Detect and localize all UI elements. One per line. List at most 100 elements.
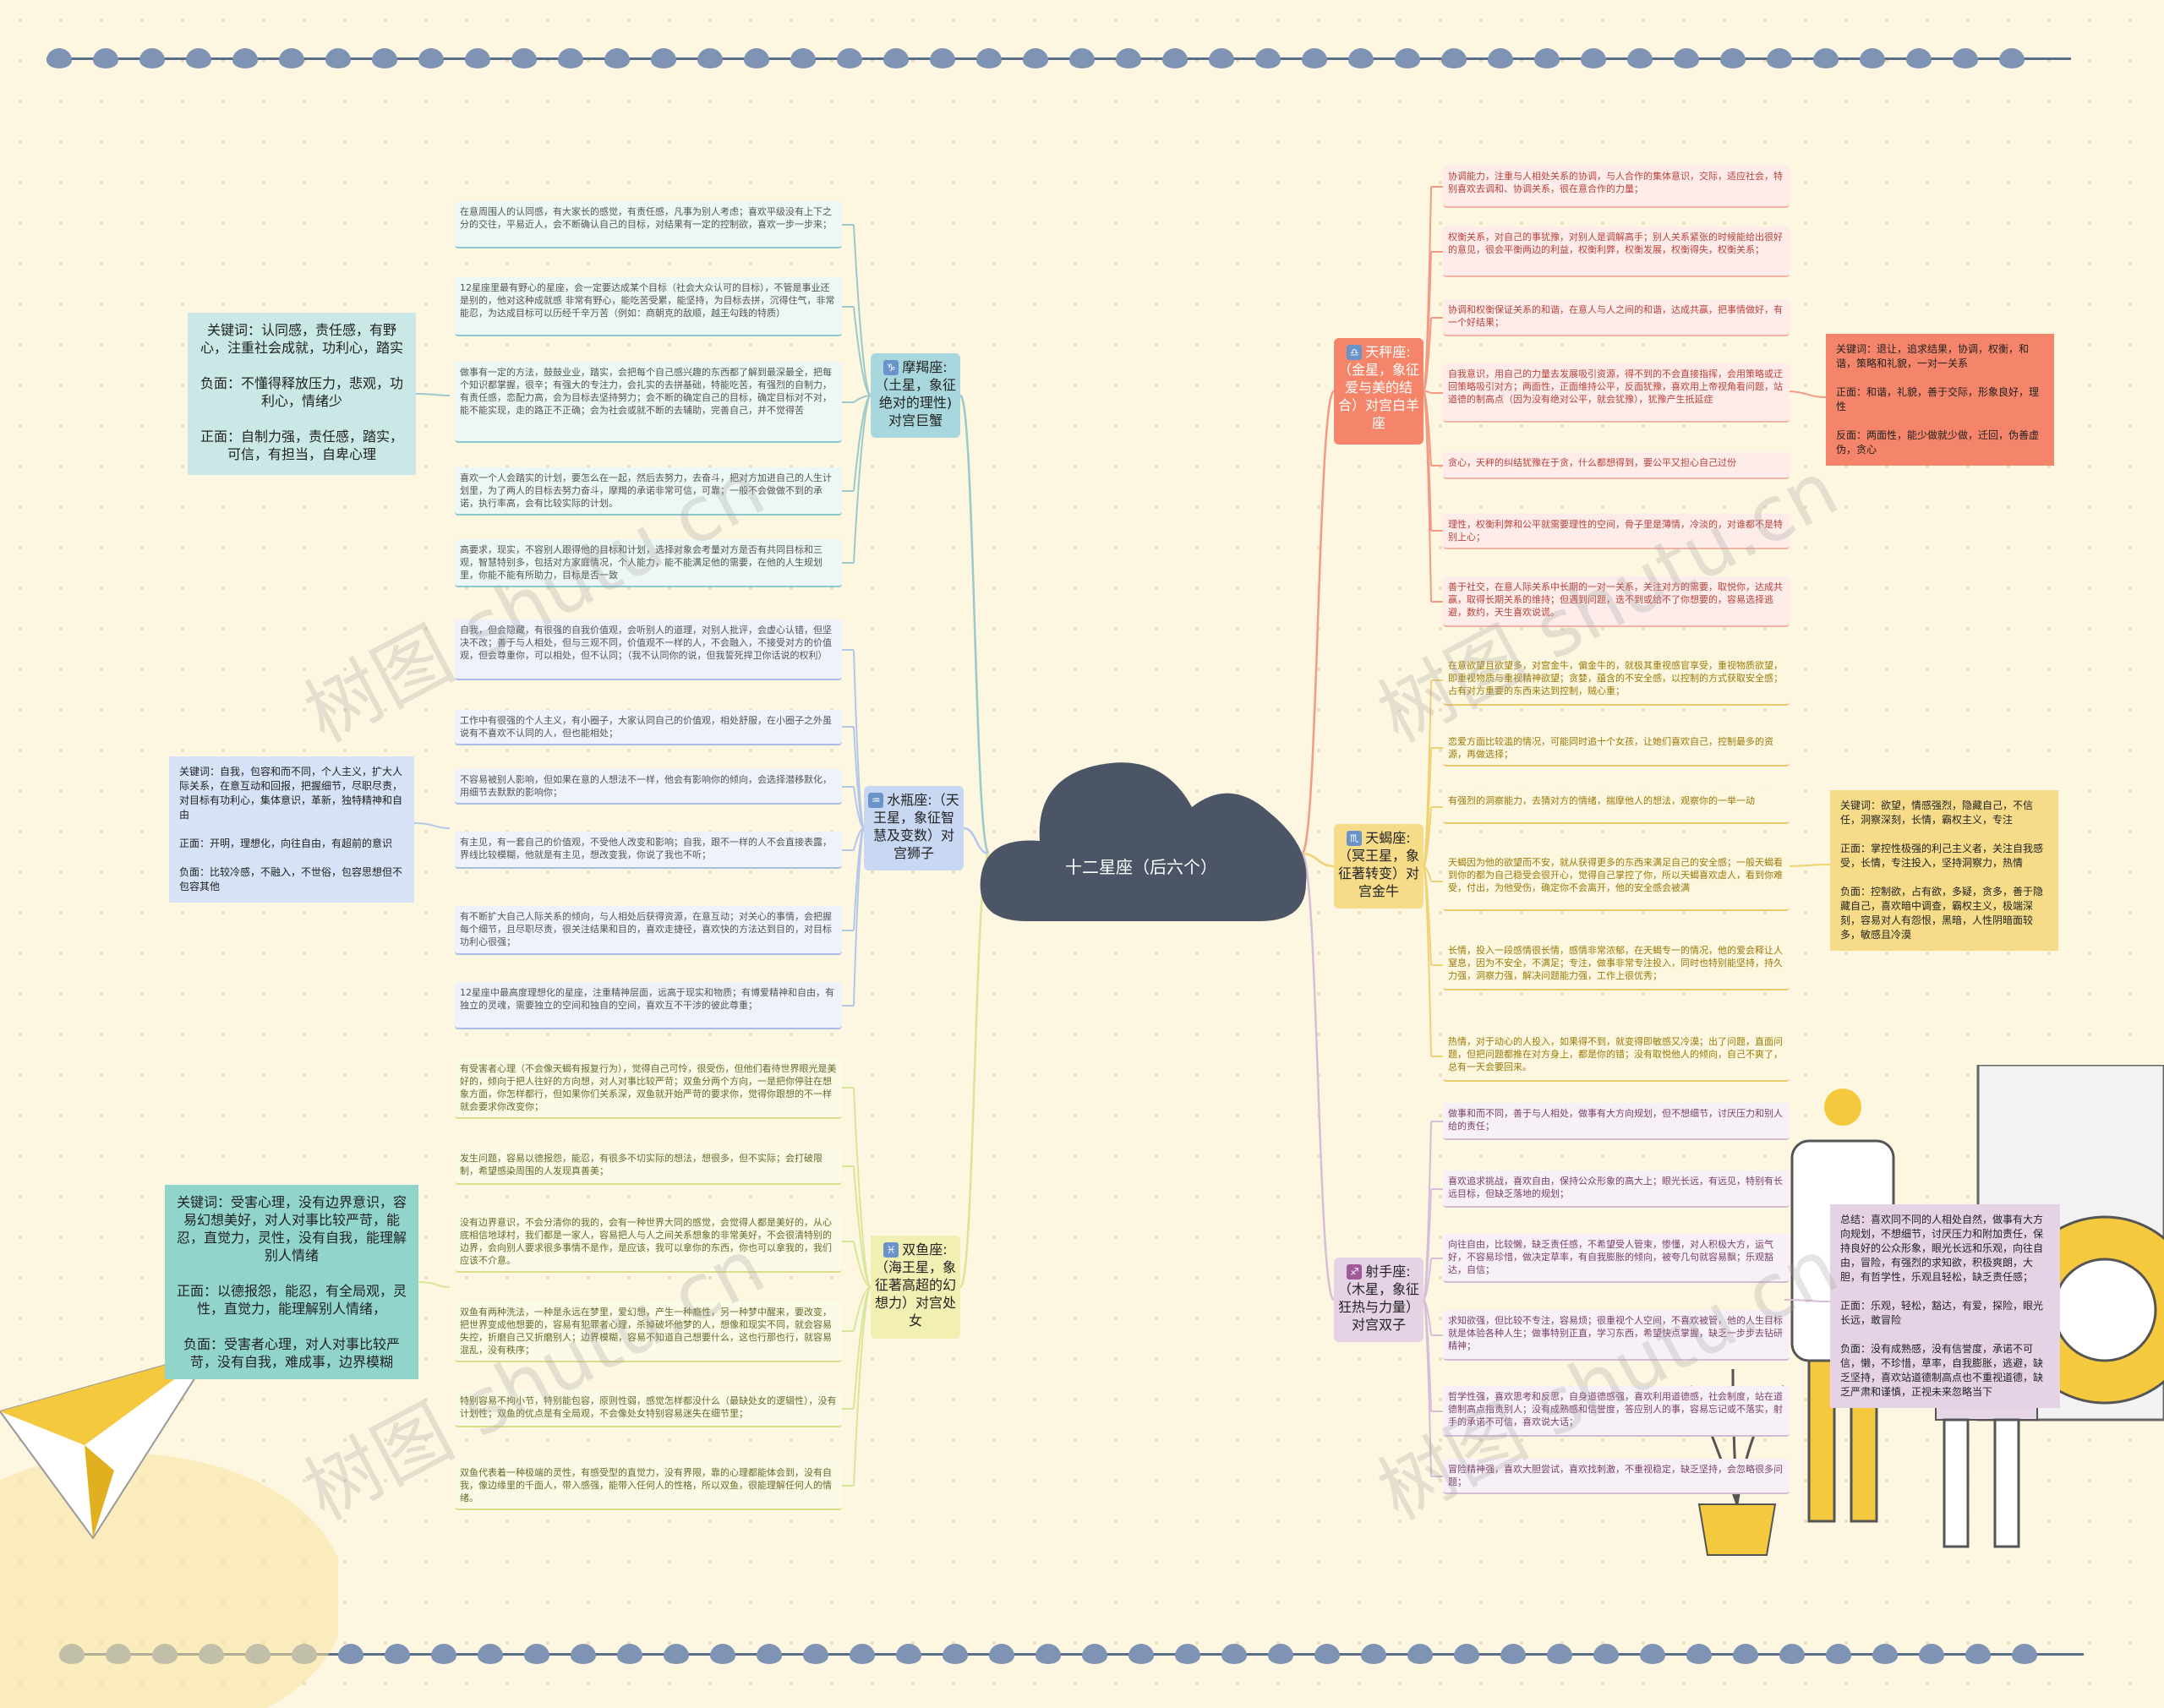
border-leaf	[571, 1644, 596, 1664]
border-leaf	[883, 48, 909, 68]
border-leaf	[1534, 48, 1560, 68]
border-leaf	[511, 48, 537, 68]
border-leaf	[1767, 48, 1792, 68]
zodiac-symbol-icon: ♑	[883, 360, 899, 375]
border-leaf	[697, 48, 723, 68]
border-leaf	[418, 48, 444, 68]
detail-item: 理性，权衡利弊和公平就需要理性的空间，骨子里是薄情，冷淡的，对谁都不是特别上心；	[1443, 514, 1790, 549]
topic-label: 天蝎座:（冥王星，象征著转变）对宫金牛	[1337, 830, 1419, 899]
border-leaf	[1036, 1644, 1061, 1664]
detail-item: 自我，但会隐藏，有很强的自我价值观，会听别人的道理，对别人批评，会虚心认错，但坚…	[455, 619, 842, 680]
border-leaf	[1395, 48, 1420, 68]
topic-right-1[interactable]: ♏天蝎座:（冥王星，象征著转变）对宫金牛	[1334, 824, 1424, 909]
topic-label: 天秤座:（金星，象征爱与美的结合）对宫白羊座	[1337, 344, 1419, 431]
border-leaf	[1407, 1644, 1433, 1664]
link-curve	[418, 1281, 451, 1288]
topic-right-0[interactable]: ♎天秤座:（金星，象征爱与美的结合）对宫白羊座	[1334, 338, 1424, 445]
border-leaf	[976, 48, 1002, 68]
root-cloud[interactable]	[976, 744, 1314, 947]
detail-item: 有主见，有一套自己的价值观，不受他人改变和影响；自我，跟不一样的人不会直接表露，…	[455, 832, 842, 869]
detail-item: 双鱼有两种洗法，一种是永远在梦里，爱幻想，产生一种瘾性，另一种梦中醒来，要改变，…	[455, 1301, 842, 1362]
border-leaf	[1082, 1644, 1107, 1664]
topic-left-2[interactable]: ♓双鱼座:（海王星，象征著高超的幻想力）对宫处女	[871, 1236, 960, 1339]
border-leaf	[1906, 48, 1932, 68]
border-leaf	[604, 48, 630, 68]
border-leaf	[1023, 48, 1048, 68]
border-leaf	[1454, 1644, 1479, 1664]
detail-item: 协调和权衡保证关系的和谐，在意人与人之间的和谐，达成共赢，把事情做好，有一个好结…	[1443, 299, 1790, 336]
link-curve	[1784, 1299, 1831, 1302]
link-curve	[853, 306, 872, 396]
border-leaf	[385, 1644, 410, 1664]
border-leaf	[896, 1644, 921, 1664]
detail-item: 有强烈的洞察能力，去猜对方的情绪，揣摩他人的想法，观察你的一举一动	[1443, 790, 1790, 824]
border-leaf	[1069, 48, 1095, 68]
detail-item: 做事有一定的方法，鼓鼓业业，踏实，会把每个自己感兴趣的东西都了解到最深最全，把每…	[455, 362, 842, 443]
paper-plane-illustration	[0, 1351, 338, 1708]
border-leaf	[790, 48, 816, 68]
detail-item: 做事和而不同，善于与人相处，做事有大方向规划，但不想细节，讨厌压力和别人给的责任…	[1443, 1103, 1790, 1140]
zodiac-symbol-icon: ♒	[868, 793, 884, 808]
detail-item: 喜欢一个人会踏实的计划，要怎么在一起，然后去努力，去奋斗，把对方加进自己的人生计…	[455, 467, 842, 516]
border-leaf	[1116, 48, 1141, 68]
border-leaf	[1268, 1644, 1293, 1664]
link-curve	[853, 395, 872, 403]
link-curve	[415, 393, 451, 396]
border-leaf	[1209, 48, 1234, 68]
zodiac-symbol-icon: ♏	[1347, 831, 1363, 846]
link-curve	[1423, 1299, 1432, 1477]
border-leaf	[558, 48, 583, 68]
border-leaf	[1872, 1644, 1898, 1664]
detail-item: 协调能力，注重与人相处关系的协调，与人合作的集体意识，交际，适应社会，特别喜欢去…	[1443, 166, 1790, 208]
zodiac-symbol-icon: ♎	[1347, 345, 1363, 360]
topic-right-2[interactable]: ♐射手座:（木星，象征狂热与力量）对宫双子	[1334, 1258, 1424, 1342]
link-curve	[959, 394, 991, 855]
detail-item: 有受害者心理（不会像天蝎有报复行为），觉得自己可怜，很受伤，但他们看待世界眼光是…	[455, 1058, 842, 1119]
detail-item: 没有边界意识，不会分清你的我的，会有一种世界大同的感觉，会觉得人都是美好的，从心…	[455, 1212, 842, 1273]
link-curve	[853, 1087, 872, 1288]
border-leaf	[46, 48, 72, 68]
link-curve	[1301, 852, 1335, 868]
link-curve	[963, 827, 990, 855]
link-curve	[853, 1241, 872, 1288]
detail-item: 12星座中最高度理想化的星座，注重精神层面，远高于现实和物质；有博爱精神和自由，…	[455, 982, 842, 1029]
link-curve	[853, 726, 865, 829]
border-leaf	[1860, 48, 1885, 68]
link-curve	[1784, 864, 1831, 867]
detail-item: 高要求，现实，不容别人跟得他的目标和计划，选择对象会考量对方是否有共同目标和三观…	[455, 539, 842, 587]
border-leaf	[617, 1644, 642, 1664]
border-leaf	[664, 1644, 689, 1664]
link-curve	[853, 224, 872, 396]
link-curve	[1423, 317, 1432, 392]
keywords-box: 关键词：认同感，责任感，有野心，注重社会成就，功利心，踏实 负面：不懂得释放压力…	[188, 313, 416, 475]
link-curve	[853, 786, 865, 829]
topic-label: 双鱼座:（海王星，象征著高超的幻想力）对宫处女	[874, 1241, 956, 1329]
border-leaf	[930, 48, 955, 68]
topic-left-0[interactable]: ♑摩羯座:（土星，象征绝对的理性)对宫巨蟹	[871, 353, 960, 438]
detail-item: 双鱼代表着一种极端的灵性，有感受型的直觉力，没有界限，靠的心理都能体会到，没有自…	[455, 1462, 842, 1510]
border-leaf	[943, 1644, 968, 1664]
border-leaf	[757, 1644, 782, 1664]
border-leaf	[1720, 48, 1746, 68]
border-leaf	[372, 48, 397, 68]
detail-item: 特别容易不拘小节，特别能包容，原则性弱，感觉怎样都没什么（最缺处女的逻辑性），没…	[455, 1390, 842, 1427]
detail-item: 哲学性强，喜欢思考和反思，自身道德感强，喜欢利用道德感，社会制度，站在道德制高点…	[1443, 1386, 1790, 1437]
link-curve	[1423, 747, 1432, 867]
border-leaf	[1953, 48, 1978, 68]
border-leaf	[1547, 1644, 1572, 1664]
border-leaf	[850, 1644, 875, 1664]
zodiac-symbol-icon: ♐	[1347, 1264, 1363, 1280]
border-leaf	[431, 1644, 456, 1664]
border-leaf	[1255, 48, 1281, 68]
detail-item: 自我意识，用自己的力量去发展吸引资源，得不到的不会直接指挥，会用策略或迂回策略吸…	[1443, 363, 1790, 423]
link-curve	[1423, 1188, 1432, 1301]
topic-left-1[interactable]: ♒水瓶座:（天王星，象征智慧及变数）对宫狮子	[864, 786, 964, 870]
detail-item: 热情，对于动心的人投入，如果得不到，就变得即敏感又冷漠；出了问题，直面问题，但把…	[1443, 1031, 1790, 1082]
border-leaf	[1348, 48, 1374, 68]
border-leaf	[325, 48, 351, 68]
border-leaf	[1919, 1644, 1944, 1664]
border-leaf	[837, 48, 862, 68]
border-leaf	[93, 48, 118, 68]
border-leaf	[989, 1644, 1014, 1664]
